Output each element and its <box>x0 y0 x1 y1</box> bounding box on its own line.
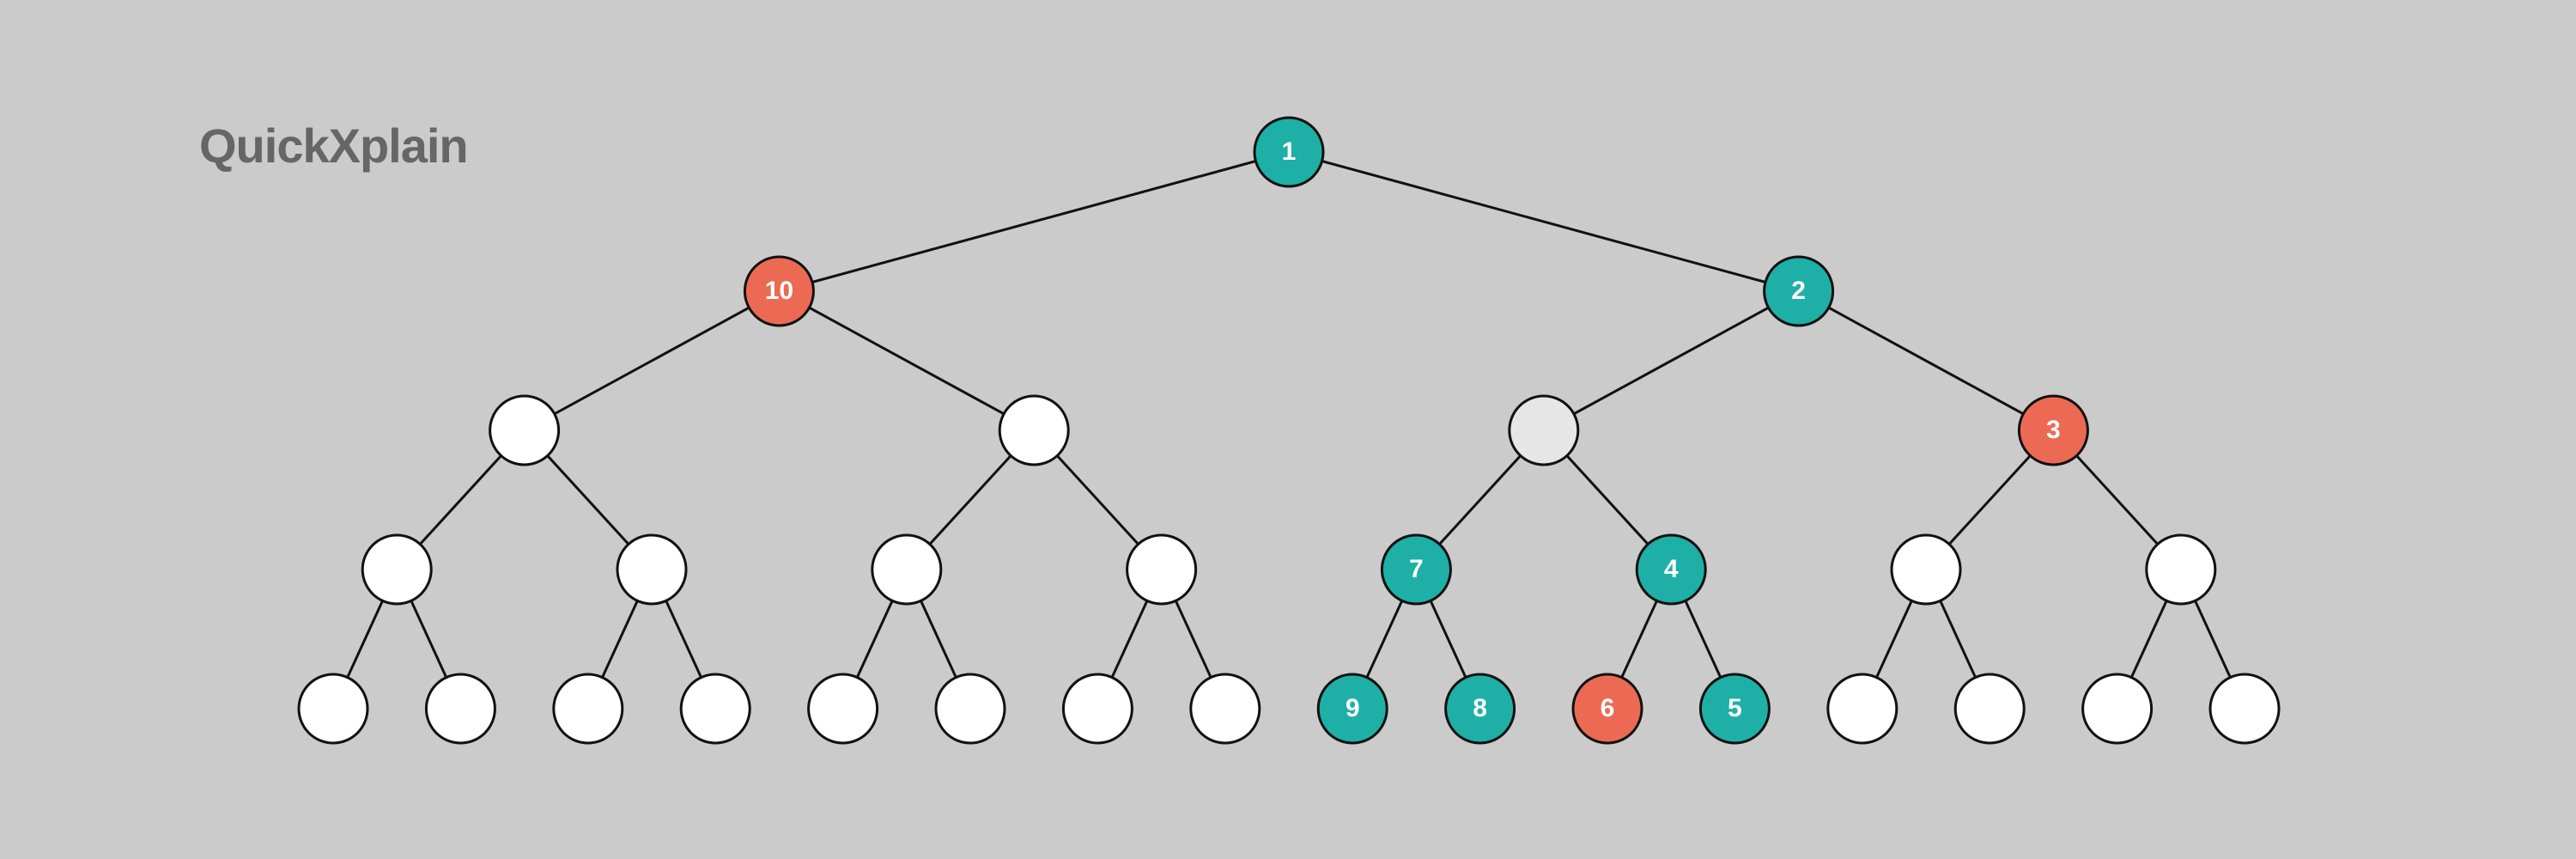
tree-node <box>1126 533 1198 606</box>
tree-node-label: 3 <box>2046 416 2061 444</box>
tree-node-circle <box>1444 673 1516 745</box>
tree-node: 10 <box>743 255 815 327</box>
tree-node <box>998 394 1070 466</box>
tree-nodes: 1 10 2 3 7 4 9 8 6 5 <box>297 116 2281 745</box>
tree-edge <box>523 289 781 432</box>
tree-node <box>2208 673 2281 745</box>
tree-node-label: 9 <box>1346 694 1360 722</box>
tree-node-label: 1 <box>1282 137 1297 166</box>
tree-node-circle <box>1763 255 1835 327</box>
tree-node-circle <box>424 673 496 745</box>
tree-node <box>1508 394 1580 466</box>
tree-node-circle <box>1890 533 1962 606</box>
tree-node-circle <box>998 394 1070 466</box>
tree-node <box>2081 673 2154 745</box>
tree-node-circle <box>361 533 433 606</box>
tree-node <box>424 673 496 745</box>
tree-node <box>361 533 433 606</box>
tree-node: 3 <box>2017 394 2089 466</box>
tree-node-circle <box>297 673 369 745</box>
tree-node <box>1890 533 1962 606</box>
tree-node-circle <box>1953 673 2026 745</box>
tree-node-circle <box>807 673 879 745</box>
tree-edges <box>331 150 2246 710</box>
tree-node-circle <box>2081 673 2154 745</box>
tree-node-circle <box>1061 673 1133 745</box>
tree-edge <box>779 150 1290 293</box>
tree-node: 1 <box>1253 116 1325 188</box>
tree-node: 6 <box>1571 673 1643 745</box>
tree-node-circle <box>1316 673 1388 745</box>
tree-node-label: 4 <box>1664 555 1679 583</box>
tree-node-circle <box>743 255 815 327</box>
tree-node: 2 <box>1763 255 1835 327</box>
tree-node <box>552 673 624 745</box>
tree-node-circle <box>1253 116 1325 188</box>
tree-node <box>679 673 751 745</box>
tree-node <box>807 673 879 745</box>
tree-node <box>297 673 369 745</box>
tree-edge <box>1797 289 2055 432</box>
tree-node <box>1953 673 2026 745</box>
tree-edge <box>778 289 1035 432</box>
tree-node: 9 <box>1316 673 1388 745</box>
tree-node-circle <box>1189 673 1261 745</box>
tree-node <box>2145 533 2217 606</box>
tree-edge <box>1288 150 1799 293</box>
tree-node-label: 7 <box>1409 555 1424 583</box>
tree-node-label: 6 <box>1601 694 1615 722</box>
tree-node: 7 <box>1380 533 1452 606</box>
tree-node-circle <box>2208 673 2281 745</box>
tree-node-label: 2 <box>1791 277 1806 305</box>
tree-node-label: 8 <box>1473 694 1487 722</box>
tree-node <box>934 673 1006 745</box>
tree-node-circle <box>1635 533 1707 606</box>
tree-node <box>616 533 688 606</box>
tree-node-circle <box>1508 394 1580 466</box>
tree-edge <box>1543 289 1800 432</box>
tree-node-label: 5 <box>1728 694 1742 722</box>
tree-node-circle <box>489 394 561 466</box>
tree-node <box>871 533 943 606</box>
tree-node: 8 <box>1444 673 1516 745</box>
tree-node <box>1826 673 1899 745</box>
tree-node <box>1189 673 1261 745</box>
tree-node <box>489 394 561 466</box>
tree-node-circle <box>1380 533 1452 606</box>
tree-node: 4 <box>1635 533 1707 606</box>
tree-node-circle <box>871 533 943 606</box>
tree-node: 5 <box>1698 673 1771 745</box>
tree-node-circle <box>616 533 688 606</box>
tree-node <box>1061 673 1133 745</box>
diagram-title: QuickXplain <box>199 119 469 173</box>
tree-node-circle <box>679 673 751 745</box>
tree-node-circle <box>1126 533 1198 606</box>
tree-node-circle <box>552 673 624 745</box>
tree-node-circle <box>934 673 1006 745</box>
tree-node-circle <box>2017 394 2089 466</box>
tree-node-circle <box>1826 673 1899 745</box>
tree-node-circle <box>1698 673 1771 745</box>
tree-node-circle <box>2145 533 2217 606</box>
tree-node-label: 10 <box>765 277 793 305</box>
tree-node-circle <box>1571 673 1643 745</box>
